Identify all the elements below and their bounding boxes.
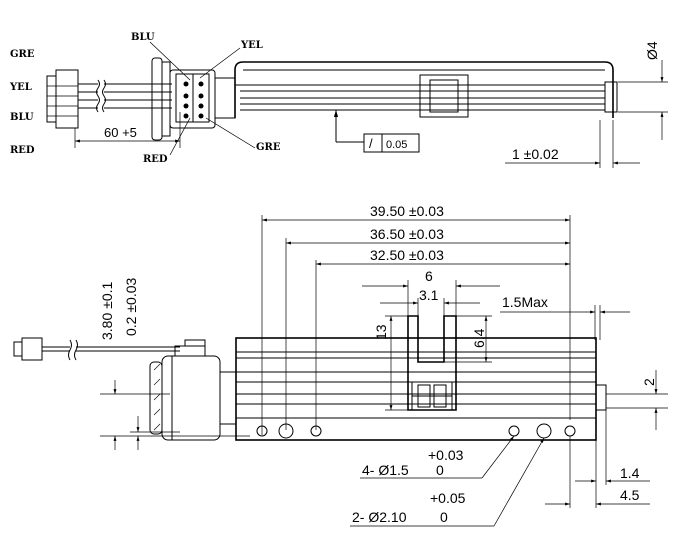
hole-large-1 bbox=[278, 423, 294, 439]
slider-block bbox=[407, 315, 457, 411]
flatness-value: 0.05 bbox=[386, 139, 407, 151]
wire-label-gre-bottom: GRE bbox=[256, 142, 281, 153]
flatness-symbol: / bbox=[369, 136, 373, 151]
rail-front bbox=[235, 337, 607, 441]
right-4-5-dim: 4.5 bbox=[620, 487, 640, 503]
diameter-top-dim: Ø4 bbox=[644, 41, 660, 60]
length-inner-dim: 32.50 ±0.03 bbox=[370, 247, 444, 263]
height-offset-dim: 0.2 ±0.03 bbox=[123, 278, 139, 336]
hole-small-4 bbox=[564, 425, 576, 437]
wire-label-yel-top: YEL bbox=[240, 40, 263, 51]
wire-label-red: RED bbox=[10, 145, 35, 156]
hole2-callout: 2- Ø2.10 bbox=[352, 509, 407, 525]
cable-length-dim: 60 +5 bbox=[104, 125, 137, 140]
front-view: 39.50 ±0.03 36.50 ±0.03 32.50 ±0.03 6 3.… bbox=[13, 203, 668, 527]
hole2-tol-lower: 0 bbox=[440, 509, 448, 525]
connector-front bbox=[13, 337, 180, 361]
slot-width-dim: 3.1 bbox=[419, 287, 439, 303]
slider-height-dim: 13 bbox=[373, 324, 389, 340]
hole-small-3 bbox=[508, 425, 520, 437]
top-view: GRE YEL BLU RED 60 bbox=[9, 32, 668, 168]
wire-label-gre: GRE bbox=[10, 49, 35, 60]
length-mid-dim: 36.50 ±0.03 bbox=[370, 226, 444, 242]
motor-front bbox=[149, 339, 237, 441]
stroke-max-dim: 1.5Max bbox=[502, 294, 548, 310]
hole-small-2 bbox=[310, 425, 322, 437]
hole-large-2 bbox=[536, 423, 552, 439]
slider-width-dim: 6 bbox=[425, 268, 433, 284]
wire-label-red-bottom: RED bbox=[143, 154, 168, 165]
rail-frame-top bbox=[234, 61, 618, 118]
wire-label-yel: YEL bbox=[9, 82, 32, 93]
hole1-tol-lower: 0 bbox=[436, 462, 444, 478]
offset-dim: 1 ±0.02 bbox=[512, 146, 559, 162]
hole1-callout: 4- Ø1.5 bbox=[362, 462, 409, 478]
motor-top bbox=[151, 57, 236, 141]
wire-label-blu-top: BLU bbox=[131, 32, 155, 43]
length-overall-dim: 39.50 ±0.03 bbox=[370, 203, 444, 219]
connector-plug bbox=[46, 69, 79, 129]
right-1-4-dim: 1.4 bbox=[620, 465, 640, 481]
height-total-dim: 3.80 ±0.1 bbox=[99, 282, 115, 340]
cable-wires bbox=[78, 79, 172, 113]
hole-small-1 bbox=[256, 425, 268, 437]
hole2-tol-upper: +0.05 bbox=[430, 490, 466, 506]
hole1-tol-upper: +0.03 bbox=[428, 447, 464, 463]
right-2-dim: 2 bbox=[641, 378, 657, 386]
wire-label-blu: BLU bbox=[10, 112, 34, 123]
